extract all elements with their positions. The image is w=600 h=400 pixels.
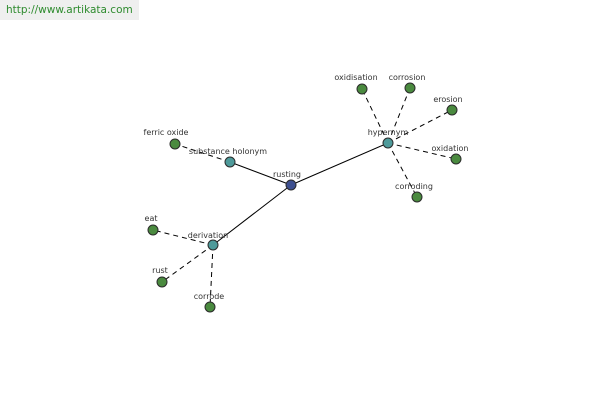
node-label-derivation: derivation <box>188 231 228 240</box>
node-rusting[interactable] <box>285 179 297 191</box>
source-link[interactable]: http://www.artikata.com <box>0 0 139 20</box>
node-label-eat: eat <box>145 214 158 223</box>
node-label-oxidation: oxidation <box>432 144 469 153</box>
node-label-ferric-oxide: ferric oxide <box>144 128 189 137</box>
node-oxidation[interactable] <box>450 153 462 165</box>
edge-hypernym-to-oxidation <box>387 142 457 160</box>
node-label-hypernym: hypernym <box>368 128 409 137</box>
node-label-corroding: corroding <box>395 182 433 191</box>
node-corroding[interactable] <box>411 191 423 203</box>
node-corrosion[interactable] <box>404 82 416 94</box>
edges-layer <box>152 87 457 308</box>
edge-hypernym-to-corroding <box>387 142 418 198</box>
edge-rusting-to-derivation <box>212 184 292 246</box>
labels-layer: rusting substance holonym hypernym derivati… <box>144 73 469 301</box>
edge-hypernym-to-oxidisation <box>361 88 389 144</box>
node-label-oxidisation: oxidisation <box>334 73 377 82</box>
node-label-erosion: erosion <box>433 95 462 104</box>
node-erosion[interactable] <box>446 104 458 116</box>
node-corrode[interactable] <box>204 301 216 313</box>
node-label-corrosion: corrosion <box>389 73 426 82</box>
edge-derivation-to-corrode <box>209 244 214 308</box>
node-label-rusting: rusting <box>273 170 301 179</box>
node-hypernym[interactable] <box>382 137 394 149</box>
edge-derivation-to-eat <box>152 229 214 246</box>
edge-hypernym-to-corrosion <box>387 87 411 144</box>
node-oxidisation[interactable] <box>356 83 368 95</box>
edge-hypernym-to-erosion <box>387 109 453 144</box>
node-substance-holonym[interactable] <box>224 156 236 168</box>
edge-derivation-to-rust <box>161 244 214 283</box>
node-rust[interactable] <box>156 276 168 288</box>
node-eat[interactable] <box>147 224 159 236</box>
node-label-corrode: corrode <box>194 292 225 301</box>
node-ferric-oxide[interactable] <box>169 138 181 150</box>
nodes-layer <box>147 82 462 313</box>
node-label-rust: rust <box>152 266 168 275</box>
node-derivation[interactable] <box>207 239 219 251</box>
edge-rusting-to-hypernym <box>290 142 389 186</box>
edge-rusting-to-substance-holonym <box>229 161 292 186</box>
node-label-substance-holonym: substance holonym <box>189 147 267 156</box>
edge-substance-holonym-to-ferric-oxide <box>174 143 231 163</box>
